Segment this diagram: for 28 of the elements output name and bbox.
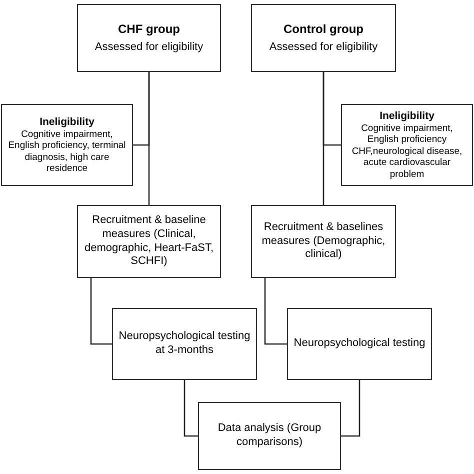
connector-line xyxy=(148,72,150,205)
box-heading: Ineligibility xyxy=(380,110,434,124)
box-text: Neuropsychological testing at 3-months xyxy=(118,330,252,358)
process-box xyxy=(198,402,341,470)
process-box xyxy=(341,104,473,186)
process-box xyxy=(287,308,432,380)
box-text: Neuropsychological testing xyxy=(294,337,426,351)
box-text: Assessed for eligibility xyxy=(94,40,204,54)
process-box xyxy=(77,205,221,278)
connector-line xyxy=(341,380,360,437)
process-box xyxy=(112,308,257,380)
box-heading: Control group xyxy=(284,22,364,37)
process-box xyxy=(77,4,221,72)
box-text: Recruitment & baseline measures (Clinical, demographic, Heart-FaST, SCHFI) xyxy=(84,214,214,269)
connector-line xyxy=(184,380,198,437)
process-box xyxy=(1,104,133,186)
box-heading: CHF group xyxy=(118,22,180,37)
connector-line xyxy=(90,278,112,345)
box-text: Cognitive impairment, English proficiency CHF,neurological disease, acute cardiovascular problem xyxy=(350,123,464,180)
box-text: Assessed for eligibility xyxy=(269,40,378,54)
box-heading: Ineligibility xyxy=(40,116,94,129)
connector-line xyxy=(264,278,287,345)
box-text: Cognitive impairment, English proficiency, terminal diagnosis, high care residence xyxy=(7,128,127,174)
box-text: Recruitment & baselines measures (Demographic, clinical) xyxy=(260,220,386,262)
process-box xyxy=(251,4,396,72)
connector-line xyxy=(322,72,324,205)
process-box xyxy=(251,205,396,278)
box-text: Data analysis (Group comparisons) xyxy=(216,422,322,450)
